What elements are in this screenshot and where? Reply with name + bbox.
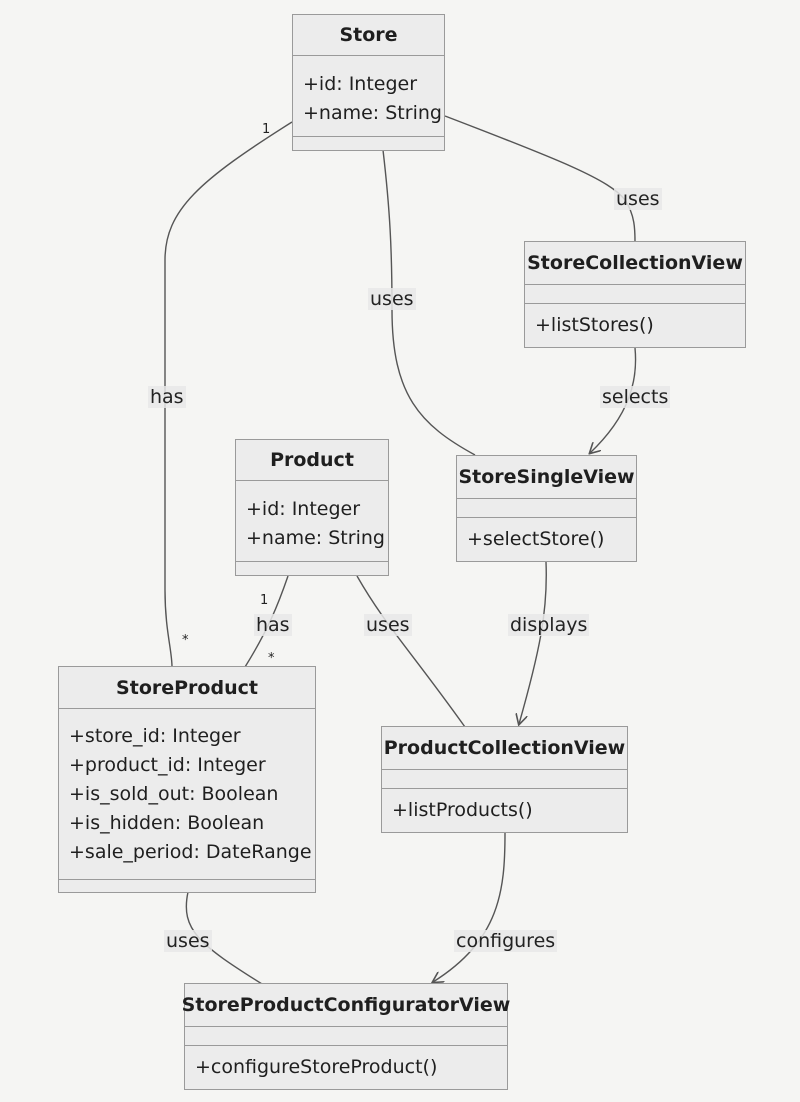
class-name: Product [236,440,388,481]
attributes-section [382,770,627,789]
class-name: StoreProduct [59,667,315,709]
multiplicity-storeproduct-product-side: * [268,651,275,666]
label-product-uses-productcollectionview: uses [364,614,412,636]
attributes-section: +id: Integer +name: String [293,56,444,137]
edge-product-uses-productcollectionview [356,575,466,728]
attribute: +store_id: Integer [69,725,241,747]
multiplicity-store-side: 1 [262,122,271,137]
edge-store-uses-storesingleview [382,149,476,456]
methods-section [59,880,315,892]
label-store-has-storeproduct: has [148,386,186,408]
edge-store-has-storeproduct [164,121,293,668]
method: +selectStore() [467,528,605,550]
methods-section [236,562,388,575]
attribute: +id: Integer [246,498,361,520]
class-name: StoreCollectionView [525,242,745,285]
methods-section: +listStores() [525,304,745,347]
attribute: +name: String [303,102,442,124]
methods-section: +configureStoreProduct() [185,1046,507,1089]
label-productcollectionview-configures-configuratorview: configures [454,930,558,952]
label-store-uses-storesingleview: uses [368,288,416,310]
method: +listProducts() [392,799,533,821]
methods-section: +selectStore() [457,518,636,561]
class-name: Store [293,15,444,56]
label-store-uses-storecollectionview: uses [614,188,662,210]
attributes-section [457,499,636,518]
attributes-section: +id: Integer +name: String [236,481,388,562]
attributes-section [525,285,745,304]
attribute: +sale_period: DateRange [69,841,312,863]
class-name: StoreSingleView [457,456,636,499]
attribute: +id: Integer [303,73,418,95]
class-product[interactable]: Product +id: Integer +name: String [235,439,389,576]
edge-store-uses-storecollectionview [444,115,636,243]
method: +listStores() [535,314,654,336]
class-productcollectionview[interactable]: ProductCollectionView +listProducts() [381,726,628,833]
class-name: ProductCollectionView [382,727,627,770]
class-storeproduct[interactable]: StoreProduct +store_id: Integer +product… [58,666,316,893]
edge-storesingleview-displays-productcollectionview [519,561,547,724]
label-storecollectionview-selects-storesingleview: selects [600,386,671,408]
label-storesingleview-displays-productcollectionview: displays [508,614,590,636]
attribute: +is_hidden: Boolean [69,812,265,834]
methods-section: +listProducts() [382,789,627,832]
attributes-section [185,1027,507,1046]
attribute: +name: String [246,527,385,549]
class-storeproductconfiguratorview[interactable]: StoreProductConfiguratorView +configureS… [182,983,510,1090]
multiplicity-product-side: 1 [260,593,269,608]
label-product-has-storeproduct: has [254,614,292,636]
methods-section [293,137,444,150]
method: +configureStoreProduct() [195,1056,438,1078]
class-storecollectionview[interactable]: StoreCollectionView +listStores() [524,241,746,348]
class-storesingleview[interactable]: StoreSingleView +selectStore() [456,455,637,562]
attribute: +product_id: Integer [69,754,266,776]
class-store[interactable]: Store +id: Integer +name: String [292,14,445,151]
multiplicity-storeproduct-store-side: * [182,633,189,648]
attributes-section: +store_id: Integer +product_id: Integer … [59,709,315,880]
edge-productcollectionview-configures-configuratorview [433,832,506,982]
attribute: +is_sold_out: Boolean [69,783,279,805]
label-storeproduct-uses-configuratorview: uses [164,930,212,952]
class-name: StoreProductConfiguratorView [182,984,510,1027]
